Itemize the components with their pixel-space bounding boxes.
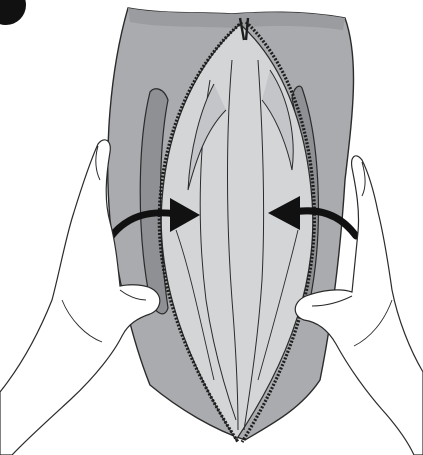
bag-icon [108, 8, 354, 440]
step-badge-icon [0, 0, 26, 25]
